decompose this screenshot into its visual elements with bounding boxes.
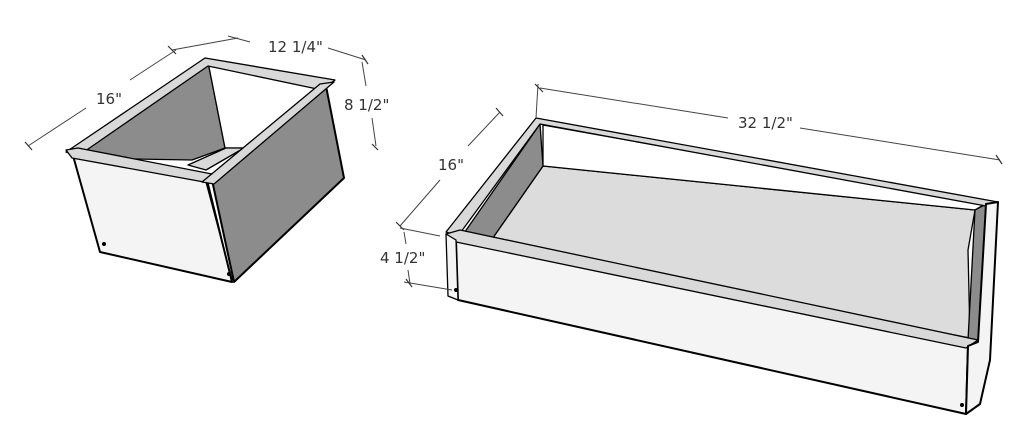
large-tray-screw-left <box>454 288 458 292</box>
large-tray-length-dimension: 32 1/2" <box>534 83 1003 165</box>
large-tray-right-end <box>965 201 999 415</box>
small-box-screw-left <box>102 242 106 246</box>
small-box-right-rim <box>201 81 335 185</box>
small-box-height-label: 8 1/2" <box>344 96 389 114</box>
small-box-width-dimension: 12 1/4" <box>167 35 369 65</box>
small-box-panel-edge <box>205 181 233 281</box>
small-box-depth-label: 16" <box>96 90 122 108</box>
small-box: 12 1/4" 16" 8 1/2" <box>24 35 389 283</box>
small-box-inner-left-wall <box>75 61 226 161</box>
large-tray: 32 1/2" 16" 4 1/2" <box>380 83 1003 415</box>
small-box-depth-dimension: 16" <box>24 49 177 151</box>
small-box-width-label: 12 1/4" <box>268 38 323 56</box>
large-tray-length-label: 32 1/2" <box>738 114 793 132</box>
large-tray-height-dimension: 4 1/2" <box>380 227 453 291</box>
large-tray-left-end <box>445 233 459 301</box>
large-tray-screw-right <box>960 403 964 407</box>
large-tray-depth-label: 16" <box>438 156 464 174</box>
small-box-screw-right <box>227 272 231 276</box>
small-box-height-dimension: 8 1/2" <box>344 61 389 151</box>
large-tray-height-label: 4 1/2" <box>380 249 425 267</box>
